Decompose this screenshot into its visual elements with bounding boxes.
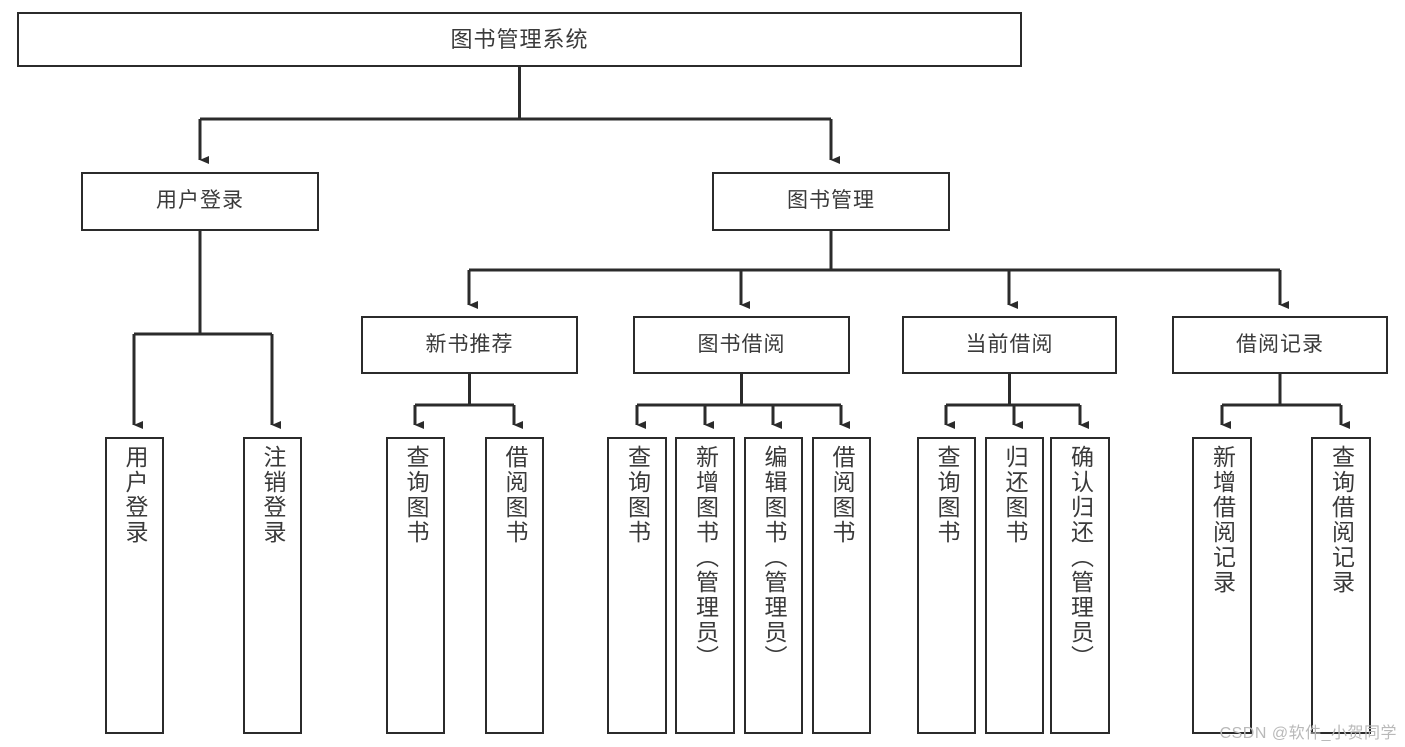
- node-label: 用户登录: [156, 189, 244, 213]
- node-leaf-borrow-book-1[interactable]: 借阅图书: [485, 437, 544, 734]
- node-leaf-query-book-2[interactable]: 查询图书: [607, 437, 667, 734]
- node-leaf-logout[interactable]: 注销登录: [243, 437, 302, 734]
- node-label: 查询图书: [934, 445, 960, 545]
- node-label: 用户登录: [122, 445, 148, 545]
- node-leaf-borrow-book-2[interactable]: 借阅图书: [812, 437, 871, 734]
- node-leaf-query-borrow-record[interactable]: 查询借阅记录: [1311, 437, 1371, 734]
- node-label: 新增借阅记录: [1209, 445, 1236, 595]
- node-label: 编辑图书（管理员）: [761, 445, 787, 670]
- node-user-login[interactable]: 用户登录: [81, 172, 319, 231]
- node-label: 新书推荐: [425, 332, 514, 356]
- csdn-watermark: CSDN @软件_小贺同学: [1219, 725, 1397, 742]
- node-label: 图书管理: [787, 189, 875, 213]
- node-leaf-user-login[interactable]: 用户登录: [105, 437, 164, 734]
- node-new-book-recommend[interactable]: 新书推荐: [361, 316, 578, 374]
- node-leaf-edit-book-admin[interactable]: 编辑图书（管理员）: [744, 437, 803, 734]
- node-label: 当前借阅: [965, 332, 1054, 356]
- node-label: 借阅记录: [1236, 332, 1324, 356]
- node-label: 归还图书: [1002, 445, 1028, 545]
- node-label: 借阅图书: [502, 445, 528, 545]
- node-label: 图书管理系统: [450, 26, 589, 52]
- node-current-borrow[interactable]: 当前借阅: [902, 316, 1117, 374]
- node-leaf-query-book-3[interactable]: 查询图书: [917, 437, 976, 734]
- node-book-borrow[interactable]: 图书借阅: [633, 316, 850, 374]
- node-label: 新增图书（管理员）: [692, 445, 719, 670]
- node-label: 查询图书: [403, 445, 429, 545]
- node-label: 图书借阅: [697, 332, 786, 356]
- node-root-book-management-system[interactable]: 图书管理系统: [17, 12, 1022, 67]
- node-leaf-add-book-admin[interactable]: 新增图书（管理员）: [675, 437, 735, 734]
- node-label: 借阅图书: [829, 445, 855, 545]
- node-label: 注销登录: [260, 445, 286, 545]
- node-book-management[interactable]: 图书管理: [712, 172, 950, 231]
- node-label: 确认归还（管理员）: [1067, 445, 1094, 670]
- node-leaf-confirm-return-admin[interactable]: 确认归还（管理员）: [1050, 437, 1110, 734]
- node-leaf-add-borrow-record[interactable]: 新增借阅记录: [1192, 437, 1252, 734]
- node-label: 查询借阅记录: [1328, 445, 1355, 595]
- node-borrow-record[interactable]: 借阅记录: [1172, 316, 1388, 374]
- node-leaf-return-book[interactable]: 归还图书: [985, 437, 1044, 734]
- node-leaf-query-book-1[interactable]: 查询图书: [386, 437, 445, 734]
- node-label: 查询图书: [624, 445, 651, 545]
